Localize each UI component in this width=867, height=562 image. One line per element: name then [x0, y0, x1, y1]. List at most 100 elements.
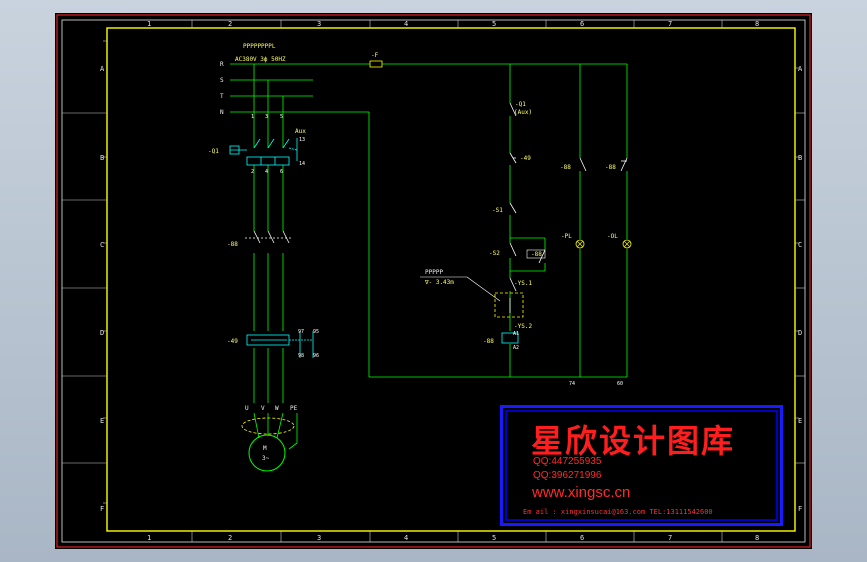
ruler-top-6: 6	[580, 20, 584, 28]
schematic: 1 2 3 4 5 6 7 8 1 2 3 4 5 6 7 8 A B C D …	[56, 14, 811, 548]
ruler-right-A: A	[798, 65, 803, 73]
hold-box-icon	[526, 249, 546, 259]
k88-lamp2-label: -88	[605, 164, 616, 171]
ruler-top-1: 1	[147, 20, 151, 28]
coil-a1: A1	[513, 331, 519, 337]
watermark-stamp: 星欣设计图库 QQ:447255935 QQ:396271996 www.xin…	[500, 405, 783, 526]
ruler-right-B: B	[798, 154, 802, 162]
ol-label: -OL	[607, 233, 618, 240]
drawing-canvas: 1 2 3 4 5 6 7 8 1 2 3 4 5 6 7 8 A B C D …	[55, 13, 812, 549]
contact-num-95: 95	[313, 329, 319, 335]
thermal-relay-49-icon	[246, 331, 314, 358]
pl-lamp-icon	[575, 239, 585, 249]
drawing-frame	[106, 27, 796, 532]
ruler-left-A: A	[100, 65, 105, 73]
q1-aux-label: -Q1	[515, 101, 526, 108]
contact-num-6: 6	[280, 169, 283, 175]
stamp-qq1: QQ:447255935	[533, 456, 602, 467]
stamp-qq2: QQ:396271996	[533, 470, 602, 481]
k88-hold-label: -88	[531, 251, 542, 258]
terminal-PE: PE	[290, 405, 298, 412]
phase-S: S	[220, 77, 224, 84]
ruler-left-F: F	[100, 505, 104, 513]
contact-num-98: 98	[298, 353, 304, 359]
ruler-bottom-3: 3	[317, 534, 321, 542]
ruler-ticks	[62, 20, 805, 542]
ys1-label: -YS.1	[514, 280, 532, 287]
contact-num-96: 96	[313, 353, 319, 359]
contact-num-2: 2	[251, 169, 254, 175]
ruler-top-7: 7	[668, 20, 672, 28]
pl-label: -PL	[561, 233, 572, 240]
motor-phase-label: 3~	[262, 455, 270, 462]
float-label: PPPPP	[425, 269, 443, 276]
stamp-title: 星欣设计图库	[531, 422, 736, 460]
ruler-left-B: B	[100, 154, 104, 162]
contact-num-4: 4	[265, 169, 268, 175]
ruler-right-C: C	[798, 241, 802, 249]
fuse-icon	[369, 60, 383, 68]
supply-label: AC380V 3ϕ 50HZ	[235, 56, 286, 63]
k88-main-label: -88	[227, 241, 238, 248]
stamp-website: www.xingsc.cn	[532, 484, 631, 501]
s2-label: -S2	[489, 250, 500, 257]
ruler-bottom-1: 1	[147, 534, 151, 542]
ruler-right-E: E	[798, 417, 802, 425]
float-switch-icon	[494, 292, 524, 318]
outer-frame	[56, 14, 811, 548]
phase-R: R	[220, 61, 224, 68]
ruler-left-E: E	[100, 417, 104, 425]
ruler-left-C: C	[100, 241, 104, 249]
ruler-top-2: 2	[228, 20, 232, 28]
ruler-top-8: 8	[755, 20, 759, 28]
contact-num-5: 5	[280, 114, 283, 120]
relay49-label: -49	[227, 338, 238, 345]
ruler-top-4: 4	[404, 20, 408, 28]
contact-num-1: 1	[251, 114, 254, 120]
ruler-bottom-4: 4	[404, 534, 408, 542]
grid-border	[61, 19, 806, 543]
bus-lines	[230, 63, 627, 450]
ruler-top-3: 3	[317, 20, 321, 28]
q1-aux-sub: (Aux)	[514, 109, 532, 116]
k88-lamp-label: -88	[560, 164, 571, 171]
ruler-bottom-8: 8	[755, 534, 759, 542]
fuse-label: -F	[371, 52, 379, 59]
ys2-label: -YS.2	[514, 323, 532, 330]
left-minor-ticks	[103, 40, 799, 504]
terminal-W: W	[275, 405, 279, 412]
q1-label: -Q1	[208, 148, 219, 155]
contact-num-13: 13	[299, 137, 305, 143]
contact-num-97: 97	[298, 329, 304, 335]
bottom-num-74: 74	[569, 381, 575, 387]
terminal-V: V	[261, 405, 265, 412]
coil-label: -88	[483, 338, 494, 345]
aux-label: Aux	[295, 128, 306, 135]
contact-num-14: 14	[299, 161, 305, 167]
ruler-top-5: 5	[492, 20, 496, 28]
ruler-bottom-5: 5	[492, 534, 496, 542]
ruler-right-F: F	[798, 505, 802, 513]
ruler-left-D: D	[100, 329, 104, 337]
ol-lamp-icon	[622, 239, 632, 249]
control-lines	[509, 64, 628, 377]
s1-label: -S1	[492, 207, 503, 214]
bottom-num-60: 60	[617, 381, 623, 387]
motor-icon	[248, 434, 286, 472]
level-label: ∇- 3.43m	[424, 279, 454, 286]
contactor-88-icon	[245, 230, 291, 244]
ruler-right-D: D	[798, 329, 802, 337]
terminal-U: U	[245, 405, 249, 412]
motor-m-label: M	[263, 445, 267, 452]
ruler-bottom-7: 7	[668, 534, 672, 542]
ruler-bottom-2: 2	[228, 534, 232, 542]
coil-88-icon	[501, 332, 519, 344]
contact-num-3: 3	[265, 114, 268, 120]
phase-N: N	[220, 109, 224, 116]
ruler-bottom-6: 6	[580, 534, 584, 542]
stamp-email: Em ail : xingxinsucai@163.com TEL:131115…	[523, 508, 713, 516]
phase-T: T	[220, 93, 224, 100]
control-contacts	[509, 102, 628, 292]
power-header: PPPPPPPPL	[243, 43, 276, 50]
coil-a2: A2	[513, 345, 519, 351]
